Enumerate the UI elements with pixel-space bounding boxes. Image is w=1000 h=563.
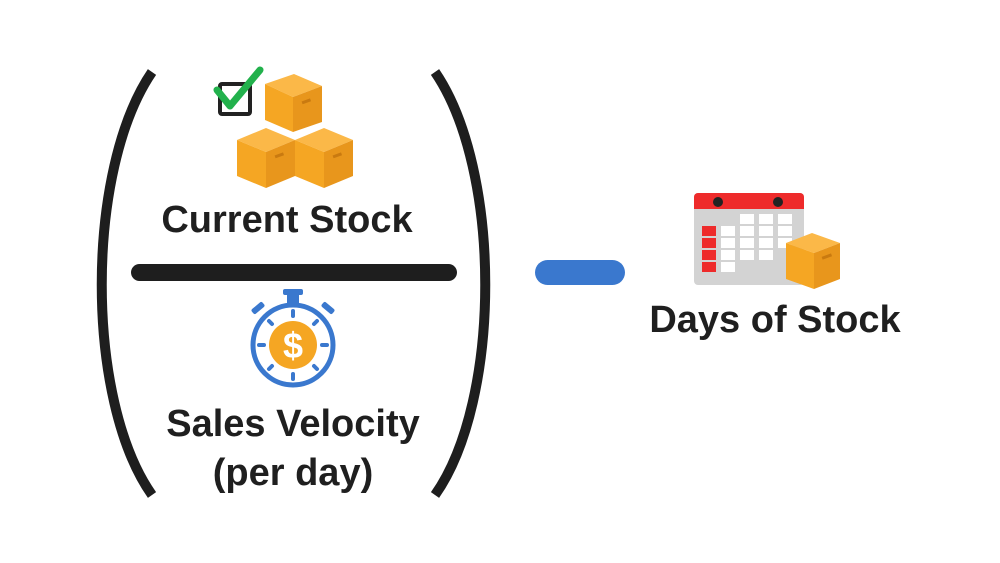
stopwatch-dollar-icon: $ bbox=[250, 289, 336, 388]
denominator-label-line1: Sales Velocity bbox=[166, 403, 420, 445]
stock-boxes-icon bbox=[213, 66, 353, 188]
svg-text:$: $ bbox=[283, 325, 303, 366]
calendar-with-box-icon bbox=[694, 193, 840, 289]
denominator-label-line2: (per day) bbox=[212, 452, 374, 494]
box-icon bbox=[786, 233, 840, 289]
numerator-label: Current Stock bbox=[161, 199, 413, 241]
equals-operator bbox=[535, 260, 625, 285]
result-label: Days of Stock bbox=[649, 299, 901, 341]
fraction-bar bbox=[131, 264, 457, 281]
checkmark-icon bbox=[213, 66, 264, 110]
